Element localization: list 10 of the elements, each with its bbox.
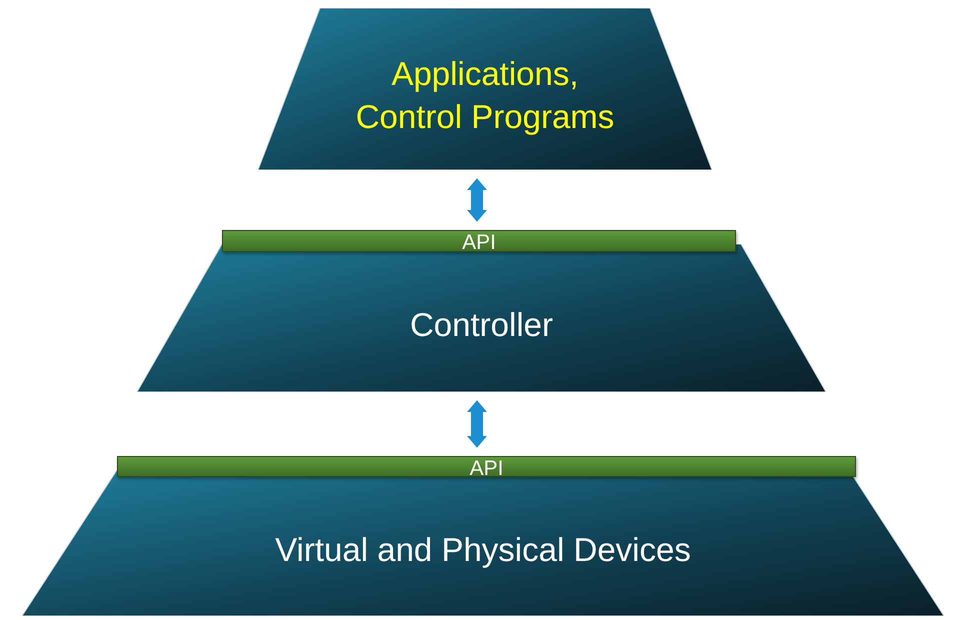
layer-label: Virtual and Physical Devices <box>275 530 691 570</box>
double-arrow <box>467 400 487 448</box>
api-label: API <box>470 458 504 480</box>
api-bar <box>222 230 736 252</box>
layer-label: Controller <box>410 304 554 345</box>
api-bar <box>117 456 856 477</box>
api-label: API <box>462 232 496 254</box>
trapezoid-layer <box>258 8 712 170</box>
double-arrow <box>467 178 487 222</box>
layer-label: Applications, Control Programs <box>354 54 616 137</box>
